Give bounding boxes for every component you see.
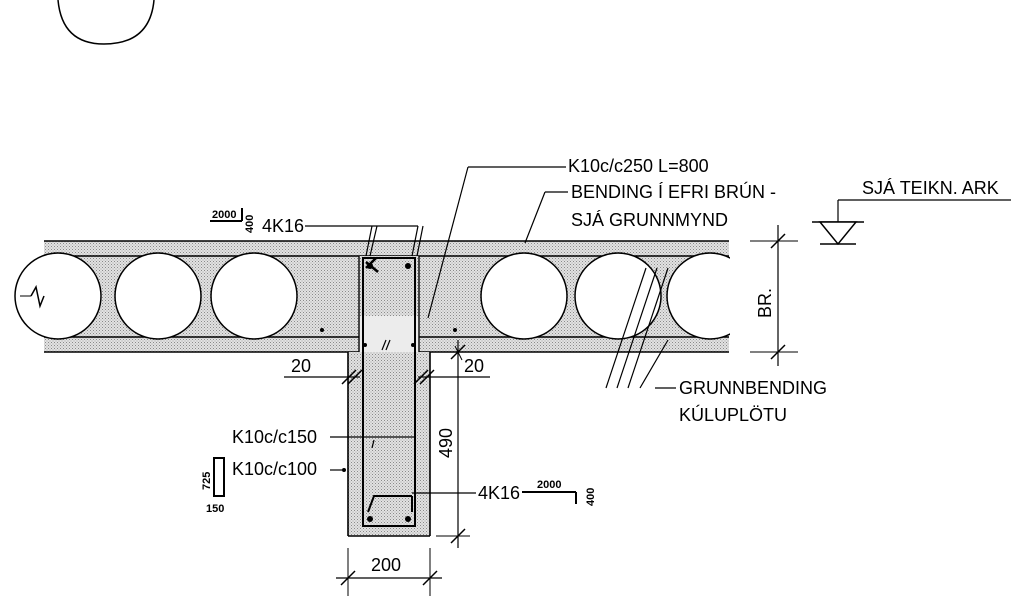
bottom-bars-hook: 400	[585, 488, 597, 506]
slab-core	[480, 252, 568, 340]
slab-core	[574, 252, 662, 340]
slab-core	[210, 252, 298, 340]
slab-thickness-dim: BR.	[750, 225, 798, 366]
beam-depth-dim: 490	[436, 340, 470, 548]
stirrup-dim-w: 150	[206, 503, 224, 515]
top-bars-hook: 400	[244, 215, 256, 233]
base-bending-callout: GRUNNBENDING KÚLUPLÖTU	[605, 267, 827, 425]
bottom-bars-len: 2000	[537, 479, 561, 491]
slab-core	[114, 252, 202, 340]
top-bars-label: 4K16	[262, 216, 304, 236]
cover-dimensions: 20 20	[284, 345, 490, 385]
see-drawing-label: SJÁ TEIKN. ARK	[862, 178, 999, 198]
bottom-bars-label: 4K16	[478, 483, 520, 503]
beam-width-dim: 200	[336, 548, 442, 596]
bending-top-line1: BENDING Í EFRI BRÚN -	[571, 181, 776, 202]
dim-490: 490	[436, 428, 456, 458]
bending-top-line2: SJÁ GRUNNMYND	[571, 210, 728, 230]
stirrup-slab-label: K10c/c250 L=800	[568, 156, 709, 176]
top-bars-callout: 2000 400 4K16	[210, 208, 424, 257]
stirrup-slab-callout: K10c/c250 L=800	[427, 156, 709, 319]
stirrup-150-label: K10c/c150	[232, 427, 317, 447]
base-bending-line1: GRUNNBENDING	[679, 378, 827, 398]
break-line-symbol	[30, 284, 45, 309]
stirrup-dim-h: 725	[201, 472, 213, 490]
level-marker: SJÁ TEIKN. ARK	[812, 178, 1011, 246]
stirrup-labels: K10c/c150 K10c/c100 725 150	[201, 427, 414, 515]
dim-200: 200	[371, 555, 401, 575]
top-bars-len: 2000	[212, 209, 236, 221]
stirrup-100-label: K10c/c100	[232, 459, 317, 479]
slab-core	[14, 252, 102, 340]
stirrup-shape-icon	[213, 457, 225, 497]
dim-left-20: 20	[291, 356, 311, 376]
bottom-bars-callout: 4K16 2000 400	[412, 479, 597, 506]
concrete-beam	[320, 256, 457, 537]
base-bending-line2: KÚLUPLÖTU	[679, 404, 787, 425]
stirrup	[362, 257, 416, 527]
detail-marker-circle	[57, 0, 155, 45]
dim-right-20: 20	[464, 356, 484, 376]
top-bending-callout: BENDING Í EFRI BRÚN - SJÁ GRUNNMYND	[524, 181, 776, 244]
slab-thickness-label: BR.	[755, 288, 775, 318]
